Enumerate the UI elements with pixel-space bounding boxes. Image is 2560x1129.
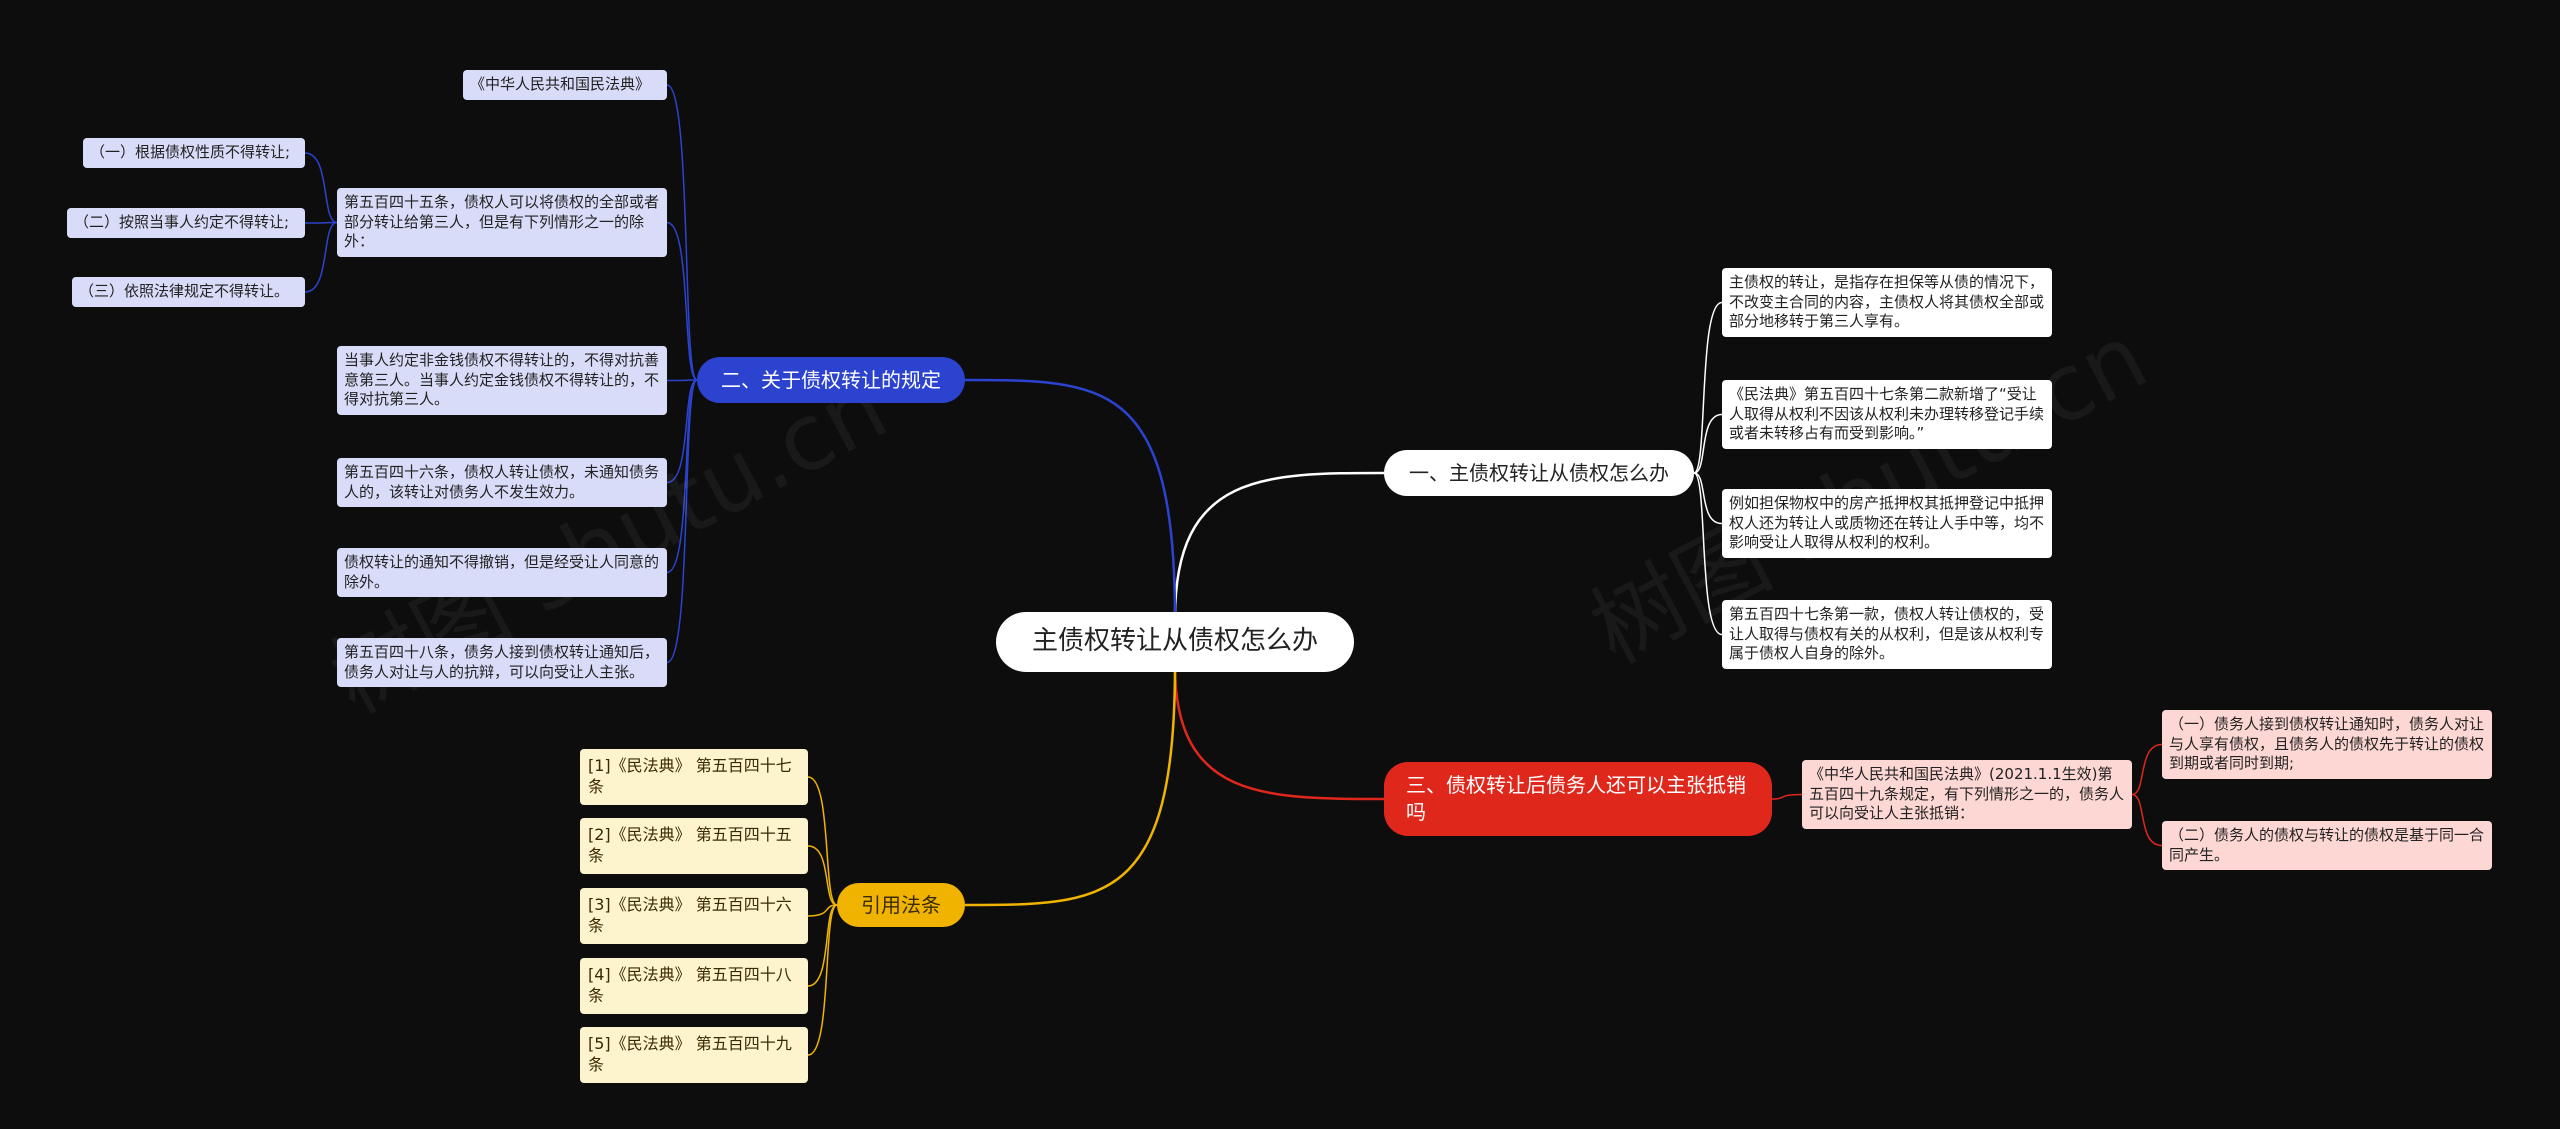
b1-leaf-line-3 <box>1693 472 1723 525</box>
b3-sub-1[interactable]: （一）债务人接到债权转让通知时，债务人对让与人享有债权，且债务人的债权先于转让的… <box>2162 710 2492 779</box>
b2-leaf-line-2 <box>666 221 698 381</box>
b2-sub-line-1 <box>304 152 338 224</box>
b3-sub-2[interactable]: （二）债务人的债权与转让的债权是基于同一合同产生。 <box>2162 821 2492 870</box>
b2-sub-3[interactable]: （三）依照法律规定不得转让。 <box>72 277 305 307</box>
b1-leaf-line-4 <box>1693 472 1723 636</box>
b4-leaf-2[interactable]: [2]《民法典》 第五百四十五条 <box>580 818 808 874</box>
b3-leaf-1[interactable]: 《中华人民共和国民法典》(2021.1.1生效)第五百四十九条规定，有下列情形之… <box>1802 760 2132 829</box>
b4-leaf-line-4 <box>807 904 838 987</box>
b1-leaf-2[interactable]: 《民法典》第五百四十七条第二款新增了“受让人取得从权利不因该从权利未办理转移登记… <box>1722 380 2052 449</box>
root-to-branch-3-line <box>1173 665 1385 801</box>
b4-leaf-1[interactable]: [1]《民法典》 第五百四十七条 <box>580 749 808 805</box>
b1-leaf-line-1 <box>1693 301 1723 474</box>
b4-leaf-line-3 <box>807 904 838 917</box>
root-to-branch-4-line <box>964 665 1177 907</box>
b4-leaf-3[interactable]: [3]《民法典》 第五百四十六条 <box>580 888 808 944</box>
b2-leaf-line-4 <box>666 379 698 484</box>
root-to-branch-2-line <box>964 378 1177 619</box>
b1-leaf-line-2 <box>1693 413 1723 474</box>
b1-leaf-3[interactable]: 例如担保物权中的房产抵押权其抵押登记中抵押权人还为转让人或质物还在转让人手中等，… <box>1722 489 2052 558</box>
b4-leaf-line-1 <box>807 776 838 906</box>
branch-3-topic[interactable]: 三、债权转让后债务人还可以主张抵销吗 <box>1384 762 1772 836</box>
b4-leaf-line-2 <box>807 845 838 906</box>
branch-4-topic[interactable]: 引用法条 <box>837 883 965 927</box>
b2-leaf-line-5 <box>666 379 698 574</box>
b1-leaf-4[interactable]: 第五百四十七条第一款，债权人转让债权的，受让人取得与债权有关的从权利，但是该从权… <box>1722 600 2052 669</box>
b2-leaf-6[interactable]: 第五百四十八条，债务人接到债权转让通知后，债务人对让与人的抗辩，可以向受让人主张… <box>337 638 667 687</box>
root-to-branch-1-line <box>1173 471 1385 619</box>
root-topic[interactable]: 主债权转让从债权怎么办 <box>996 612 1354 672</box>
b4-leaf-4[interactable]: [4]《民法典》 第五百四十八条 <box>580 958 808 1014</box>
b2-sub-2[interactable]: （二）按照当事人约定不得转让; <box>67 208 305 238</box>
b4-leaf-line-5 <box>807 904 838 1056</box>
b3-leaf-line-1 <box>1771 793 1803 800</box>
b2-sub-line-2 <box>304 221 338 224</box>
b3-sub-line-2 <box>2131 793 2163 847</box>
b1-leaf-1[interactable]: 主债权的转让，是指存在担保等从债的情况下，不改变主合同的内容，主债权人将其债权全… <box>1722 268 2052 337</box>
b2-leaf-1[interactable]: 《中华人民共和国民法典》 <box>463 70 667 100</box>
b2-leaf-3[interactable]: 当事人约定非金钱债权不得转让的，不得对抗善意第三人。当事人约定金钱债权不得转让的… <box>337 346 667 415</box>
branch-1-topic[interactable]: 一、主债权转让从债权怎么办 <box>1384 450 1694 496</box>
b2-leaf-line-3 <box>666 379 698 382</box>
b2-leaf-5[interactable]: 债权转让的通知不得撤销，但是经受让人同意的除外。 <box>337 548 667 597</box>
b4-leaf-5[interactable]: [5]《民法典》 第五百四十九条 <box>580 1027 808 1083</box>
b2-leaf-line-1 <box>666 84 698 381</box>
b2-leaf-line-6 <box>666 379 698 664</box>
b2-sub-1[interactable]: （一）根据债权性质不得转让; <box>83 138 305 168</box>
b2-leaf-2[interactable]: 第五百四十五条，债权人可以将债权的全部或者部分转让给第三人，但是有下列情形之一的… <box>337 188 667 257</box>
b2-sub-line-3 <box>304 221 338 293</box>
b3-sub-line-1 <box>2131 743 2163 796</box>
branch-2-topic[interactable]: 二、关于债权转让的规定 <box>697 357 965 403</box>
b2-leaf-4[interactable]: 第五百四十六条，债权人转让债权，未通知债务人的，该转让对债务人不发生效力。 <box>337 458 667 507</box>
